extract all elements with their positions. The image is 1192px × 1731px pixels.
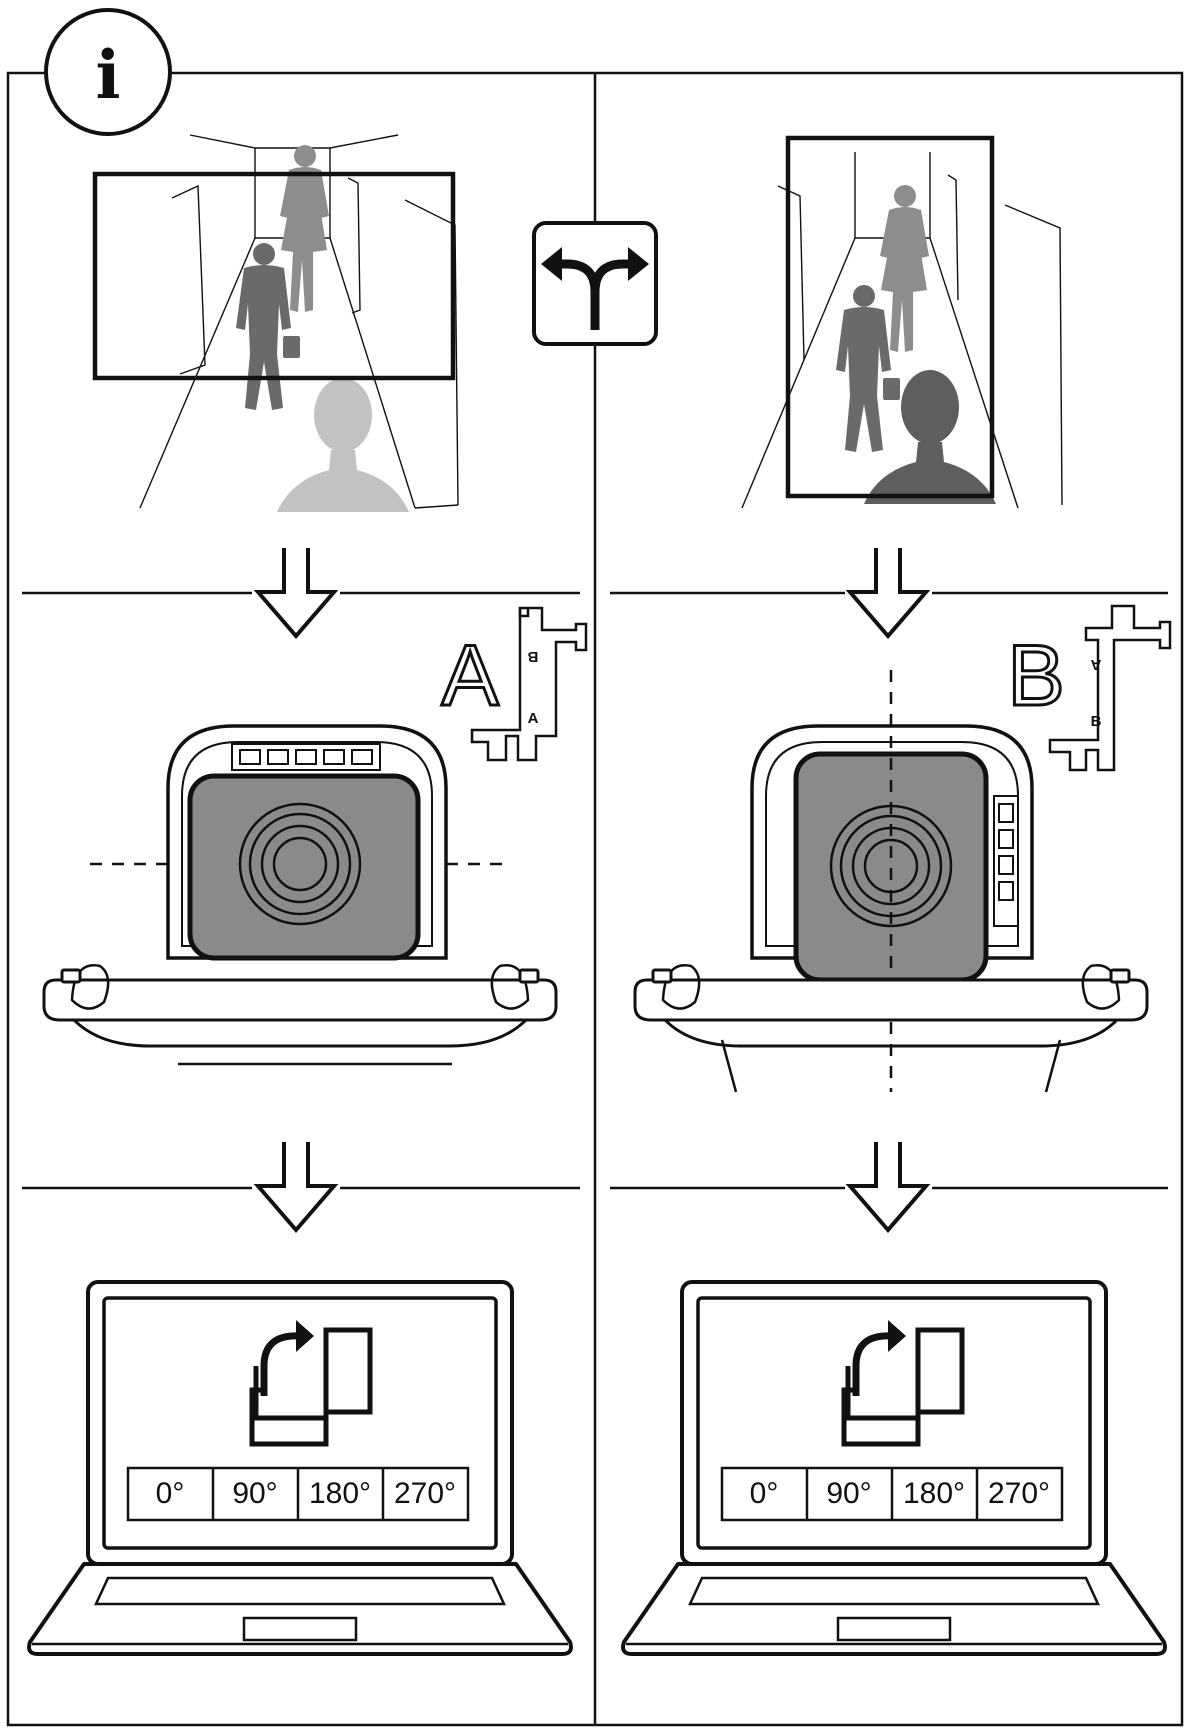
down-arrow-icon <box>848 1140 928 1232</box>
split-arrow-icon <box>532 221 658 346</box>
frame <box>6 71 1184 1727</box>
svg-text:A: A <box>528 710 539 727</box>
step-dividers <box>22 591 1168 1190</box>
rotation-option-270[interactable]: 270° <box>988 1477 1050 1510</box>
mount-letter: A <box>441 628 499 724</box>
camera-mount-a: A B A <box>42 606 588 1066</box>
info-icon: i <box>44 8 172 136</box>
rotation-selector[interactable]: 0° 90° 180° 270° <box>720 1466 1064 1522</box>
rotation-option-180[interactable]: 180° <box>903 1477 965 1510</box>
svg-text:B: B <box>527 648 538 665</box>
mount-bracket <box>1048 604 1172 772</box>
mount-bracket <box>470 606 588 762</box>
rotation-option-90[interactable]: 90° <box>232 1477 277 1510</box>
laptop-left: 0° 90° 180° 270° <box>27 1280 573 1656</box>
rotation-option-0[interactable]: 0° <box>156 1477 185 1510</box>
laptop-right: 0° 90° 180° 270° <box>621 1280 1167 1656</box>
camera-mount-b: B A B <box>633 604 1172 1093</box>
svg-text:A: A <box>1090 656 1101 673</box>
rotation-option-90[interactable]: 90° <box>826 1477 871 1510</box>
connector-strip <box>231 743 381 771</box>
svg-text:i: i <box>95 36 120 114</box>
rotation-selector[interactable]: 0° 90° 180° 270° <box>126 1466 470 1522</box>
down-arrow-icon <box>256 1140 336 1232</box>
rotation-option-180[interactable]: 180° <box>309 1477 371 1510</box>
down-arrow-icon <box>848 546 928 638</box>
connector-strip <box>993 795 1019 927</box>
mount-letter: B <box>1007 628 1064 724</box>
corridor-scene-portrait <box>741 135 1063 509</box>
rotation-option-0[interactable]: 0° <box>750 1477 779 1510</box>
rotation-option-270[interactable]: 270° <box>394 1477 456 1510</box>
corridor-scene-landscape <box>92 134 459 512</box>
svg-text:B: B <box>1091 713 1102 730</box>
down-arrow-icon <box>256 546 336 638</box>
